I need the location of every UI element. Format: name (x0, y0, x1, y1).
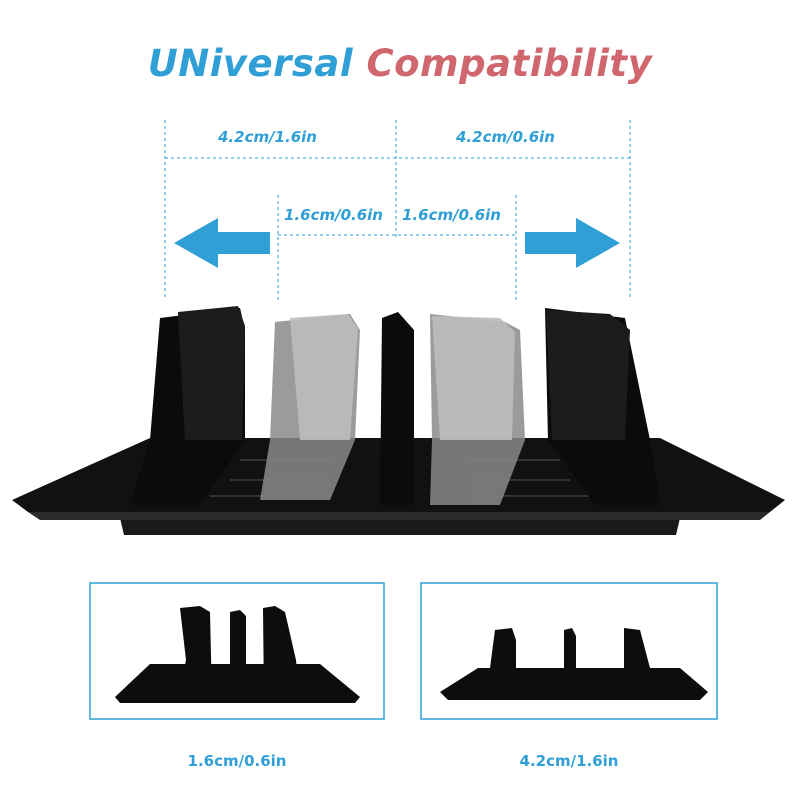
panel-caption-narrow: 1.6cm/0.6in (187, 752, 287, 770)
arrow-right-icon (525, 218, 620, 268)
stand-narrow-image (115, 606, 360, 703)
panel-caption-wide: 4.2cm/1.6in (519, 752, 619, 770)
page-title: UNiversal Compatibility (0, 42, 800, 85)
title-word-universal: UNiversal (147, 42, 354, 85)
dimension-top-right: 4.2cm/0.6in (456, 128, 555, 146)
title-word-compatibility: Compatibility (366, 42, 653, 85)
stand-wide-image (440, 628, 708, 700)
dimension-mid-right: 1.6cm/0.6in (402, 206, 501, 224)
dimension-top-left: 4.2cm/1.6in (218, 128, 317, 146)
dimension-mid-left: 1.6cm/0.6in (284, 206, 383, 224)
arrow-left-icon (174, 218, 270, 268)
